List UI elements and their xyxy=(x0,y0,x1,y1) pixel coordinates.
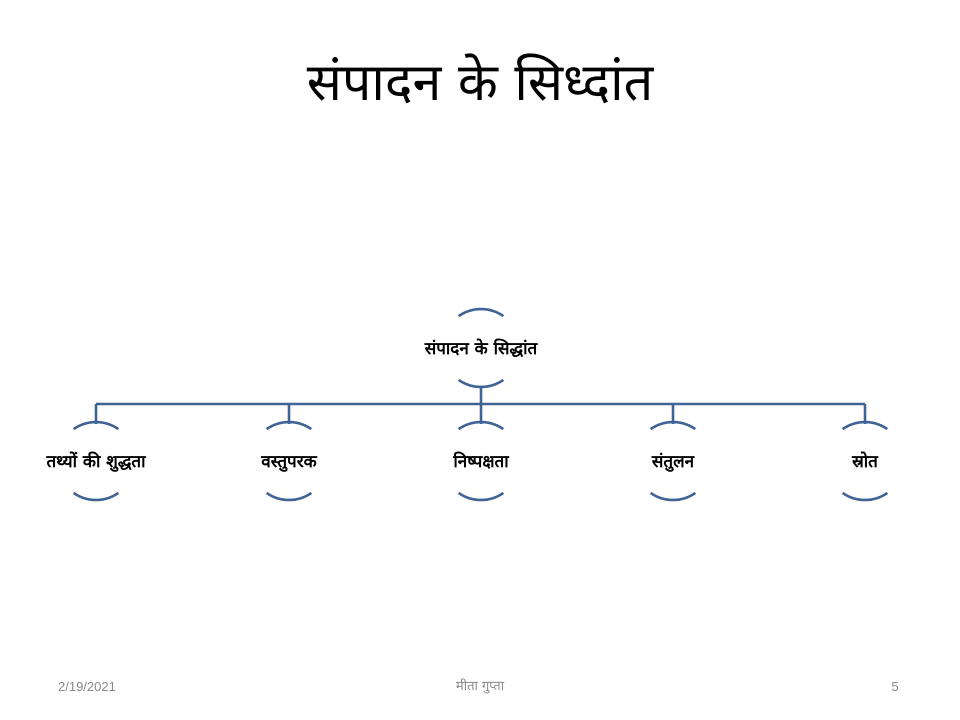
child-node-objective-label: वस्तुपरक xyxy=(260,452,317,472)
child-node-balance-bottom-arc xyxy=(649,491,697,502)
root-node-bottom-arc xyxy=(457,378,505,389)
child-node-accuracy-bottom-arc xyxy=(72,491,120,502)
footer-page-number: 5 xyxy=(891,679,899,694)
root-node[interactable]: संपादन के सिद्धांत xyxy=(424,307,539,389)
root-node-label: संपादन के सिद्धांत xyxy=(424,338,539,359)
child-node-impartiality-label: निष्पक्षता xyxy=(452,451,509,472)
child-node-impartiality[interactable]: निष्पक्षता xyxy=(452,420,509,502)
child-node-balance[interactable]: संतुलन xyxy=(649,420,697,502)
child-node-source-bottom-arc xyxy=(841,491,889,502)
footer-author: मीता गुप्ता xyxy=(455,679,505,694)
child-node-objective-bottom-arc xyxy=(265,491,313,502)
root-node-top-arc xyxy=(457,307,505,318)
child-node-accuracy-label: तथ्यों की शुद्धता xyxy=(45,451,146,472)
child-node-source[interactable]: स्रोत xyxy=(841,420,889,502)
connector-lines xyxy=(94,387,867,424)
child-node-balance-label: संतुलन xyxy=(651,452,695,472)
child-node-source-top-arc xyxy=(841,420,889,431)
child-node-impartiality-top-arc xyxy=(457,420,505,431)
footer-date: 2/19/2021 xyxy=(58,679,116,694)
child-node-balance-top-arc xyxy=(649,420,697,431)
child-node-objective[interactable]: वस्तुपरक xyxy=(260,420,318,502)
child-node-objective-top-arc xyxy=(265,420,313,431)
child-node-impartiality-bottom-arc xyxy=(457,491,505,502)
child-node-source-label: स्रोत xyxy=(851,451,879,472)
child-node-accuracy[interactable]: तथ्यों की शुद्धता xyxy=(45,420,146,502)
slide-title: संपादन के सिध्दांत xyxy=(306,53,654,113)
child-node-accuracy-top-arc xyxy=(72,420,120,431)
